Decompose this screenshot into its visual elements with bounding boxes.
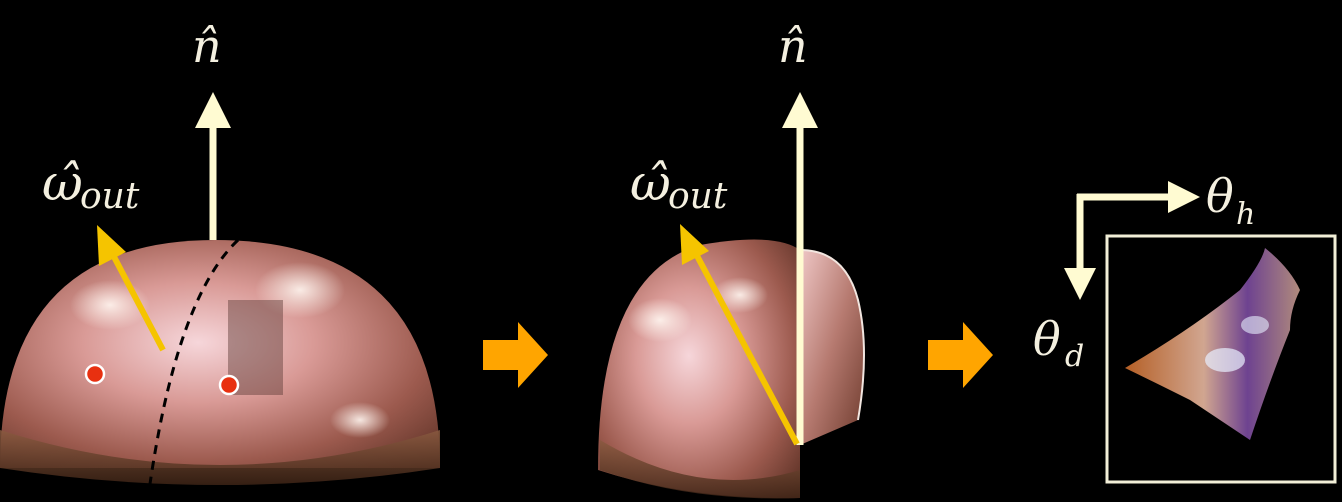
slice-image-frame (1107, 236, 1335, 482)
omega-out-subscript: out (668, 176, 728, 217)
theta-d-subscript: d (1065, 339, 1084, 374)
omega-out-label: ω̂ (42, 154, 83, 212)
theta-h-subscript: h (1236, 197, 1255, 232)
normal-label: n̂ (192, 19, 222, 73)
theta-h-label: θ (1206, 169, 1234, 223)
step-arrow-icon (483, 322, 548, 388)
sample-point-marker (220, 376, 238, 394)
normal-label: n̂ (778, 19, 808, 73)
sample-point-marker (86, 365, 104, 383)
omega-out-subscript: out (80, 176, 140, 217)
step-arrow-icon (928, 322, 993, 388)
hemisphere-full (0, 240, 440, 498)
theta-d-label: θ (1033, 312, 1061, 366)
hemisphere-half (598, 240, 864, 499)
omega-out-label: ω̂ (630, 154, 671, 212)
normal-arrow-icon (195, 92, 231, 240)
